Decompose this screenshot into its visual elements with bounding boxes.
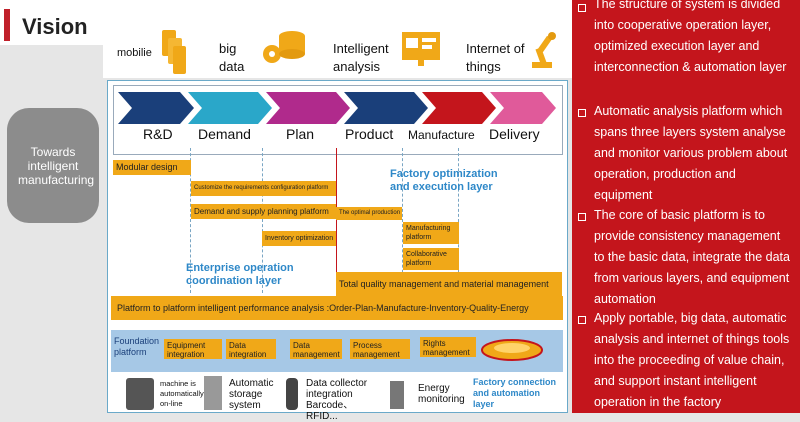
description-panel: The structure of system is divided into … (572, 0, 800, 413)
energy-meter-icon (390, 381, 404, 409)
value-chain-row (113, 85, 563, 155)
side-label: Towards intelligent manufacturing (18, 144, 95, 187)
bar-inventory: Inventory optimization (262, 231, 336, 246)
stage-demand: Demand (198, 126, 251, 142)
bar-optimal-production: The optimal production (336, 207, 402, 220)
bottom-label-collector: Data collector integration Barcode、RFID.… (306, 378, 368, 422)
column-divider (190, 148, 191, 293)
foundation-data-management: Data management (290, 339, 342, 359)
factory-layer-label: Factory optimization and execution layer (390, 168, 498, 193)
machine-icon (126, 378, 154, 410)
bar-supply-planning: Demand and supply planning platform (191, 204, 336, 219)
storage-icon (204, 376, 222, 410)
bottom-label-machine: machine is automatically on-line (160, 379, 204, 408)
description-bullet: Apply portable, big data, automatic anal… (594, 311, 790, 409)
side-label-box: Towards intelligent manufacturing (7, 108, 99, 223)
foundation-equipment: Equipment integration (164, 339, 222, 359)
description-bullet: Automatic analysis platform which spans … (594, 104, 788, 202)
bullet-square-icon (578, 213, 586, 221)
factory-connection-label: Factory connection and automation layer (473, 377, 557, 409)
ring-platform-icon (481, 339, 543, 361)
bottom-label-storage: Automatic storage system (229, 378, 274, 411)
bar-quality-management: Total quality management and material ma… (336, 272, 562, 296)
mobile-devices-icon (160, 24, 188, 76)
bottom-label-energy: Energy monitoring (418, 383, 465, 405)
description-bullet: The structure of system is divided into … (594, 0, 787, 74)
foundation-rights-management: Rights management (420, 337, 476, 357)
page-title: Vision (22, 14, 88, 39)
bar-collaborative-platform: Collaborative platform (403, 248, 459, 270)
stage-plan: Plan (286, 126, 315, 142)
column-divider (402, 148, 403, 293)
bullet-square-icon (578, 316, 586, 324)
column-divider (458, 148, 459, 293)
bullet-square-icon (578, 4, 586, 12)
value-chain-chevrons (118, 92, 556, 124)
scanner-icon (286, 378, 298, 410)
foundation-data-integration: Data integration (226, 339, 276, 359)
column-divider (262, 148, 263, 293)
foundation-label: Foundation platform (114, 336, 160, 357)
stage-manufacture: Manufacture (408, 128, 475, 142)
gears-database-icon (260, 28, 308, 68)
header-bar (0, 0, 103, 45)
top-label-iot: Internet of things (466, 41, 525, 74)
foundation-process-management: Process management (350, 339, 410, 359)
top-label-analysis: Intelligent analysis (333, 41, 389, 74)
bar-manufacturing-platform: Manufacturing platform (403, 222, 459, 244)
bullet-square-icon (578, 109, 586, 117)
robot-arm-icon (528, 30, 560, 70)
stage-rd: R&D (143, 126, 173, 142)
bar-customize-platform: Customize the requirements configuration… (191, 181, 336, 196)
top-label-mobile: mobilie (117, 47, 152, 59)
title-accent (4, 9, 10, 41)
bar-performance-analysis: Platform to platform intelligent perform… (111, 296, 563, 320)
description-bullet: The core of basic platform is to provide… (594, 208, 790, 306)
top-label-bigdata: big data (219, 41, 245, 74)
enterprise-layer-label: Enterprise operation coordination layer (186, 262, 294, 287)
layer-divider (336, 148, 337, 293)
stage-delivery: Delivery (489, 126, 540, 142)
analytics-board-icon (400, 30, 442, 68)
bar-modular-design: Modular design (113, 160, 191, 175)
stage-product: Product (345, 126, 394, 142)
